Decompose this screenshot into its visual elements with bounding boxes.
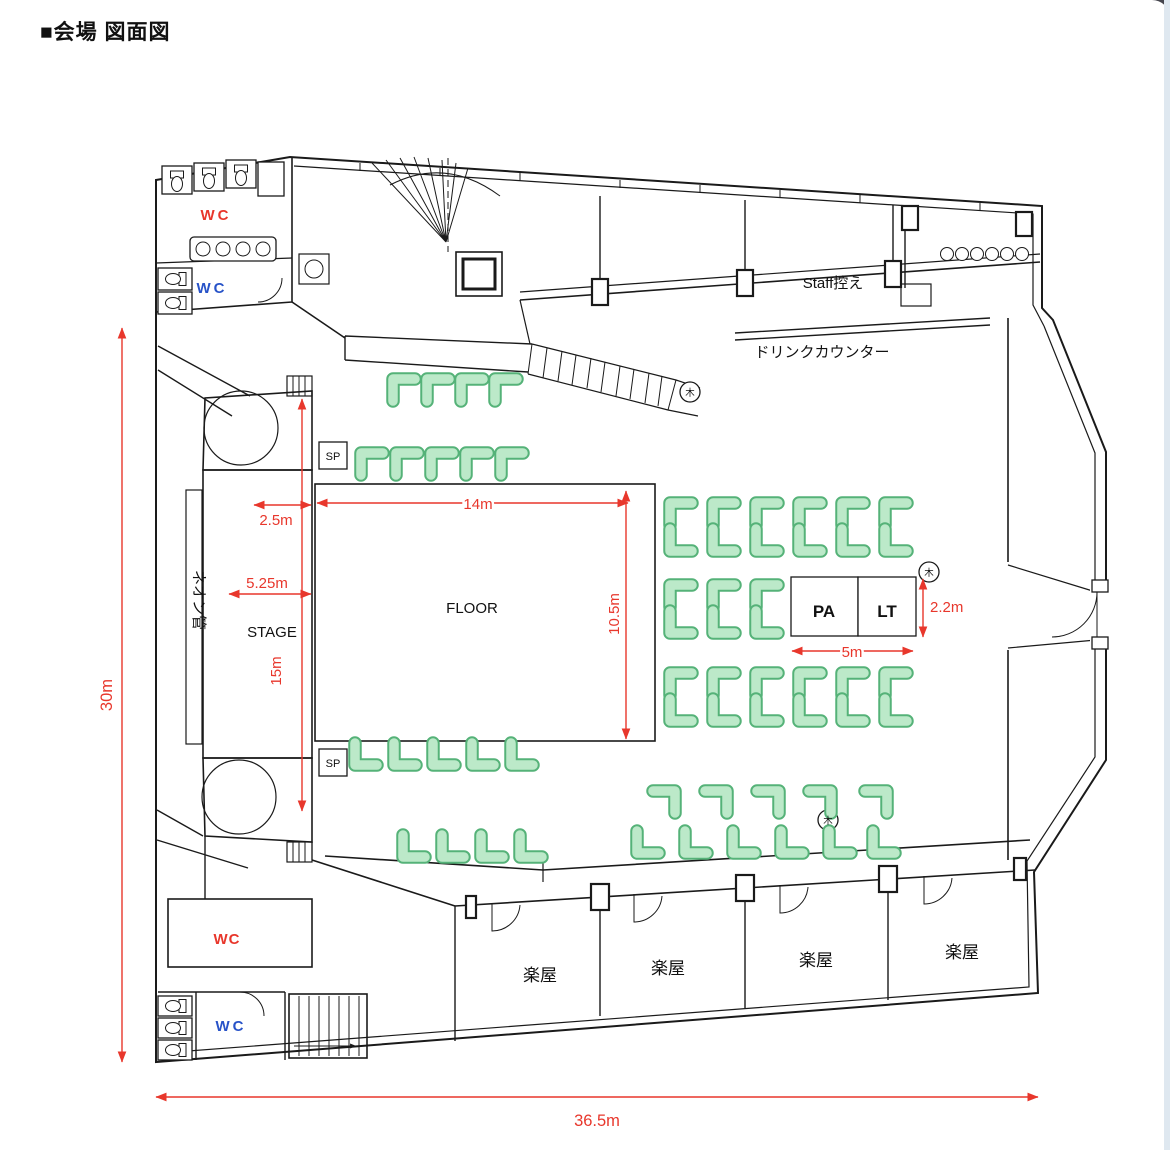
dimension-lines: 30m 36.5m 2.5m 14m 5.25m 10.5m 15m 5m 2.… — [96, 327, 1039, 1133]
dim-venue-width: 36.5m — [574, 1112, 620, 1130]
pa-booth — [790, 576, 859, 637]
dressing-room-3-label: 楽屋 — [799, 951, 833, 970]
sp-upper-box — [318, 441, 348, 470]
sp-lower-box — [318, 748, 348, 777]
dim-pa-depth: 2.2m — [930, 599, 963, 616]
pa-label: PA — [813, 602, 835, 621]
dim-venue-depth: 30m — [98, 679, 116, 711]
dressing-room-2-label: 楽屋 — [651, 959, 685, 978]
dim-floor-depth: 10.5m — [606, 593, 623, 635]
pillar-top-label: 木 — [685, 387, 695, 399]
stage-structure — [185, 375, 313, 863]
toilet-fixtures — [165, 164, 1029, 1057]
neon-tube-label: ネオン管 — [190, 570, 207, 630]
dressing-room-4-label: 楽屋 — [945, 943, 979, 962]
wc-upper-red-label: WC — [201, 207, 232, 224]
sp-upper-label: SP — [326, 451, 341, 463]
scrollbar[interactable] — [1164, 0, 1170, 1150]
pillar-mid — [918, 561, 940, 583]
dim-stage-depth: 5.25m — [246, 575, 288, 592]
drink-counter-label: ドリンクカウンター — [754, 344, 889, 361]
dressing-room-1-label: 楽屋 — [523, 966, 557, 985]
pillar-top — [679, 381, 701, 403]
dim-stage-width: 15m — [268, 656, 285, 685]
outer-walls — [155, 155, 1107, 1064]
interior-walls — [155, 158, 1112, 1061]
dim-stage-front: 2.5m — [259, 512, 292, 529]
floor-label: FLOOR — [446, 600, 498, 617]
dim-pa-width: 5m — [842, 644, 863, 661]
lt-booth — [857, 576, 917, 637]
room-labels: STAGE FLOOR ネオン管 Staff控え ドリンクカウンター PA LT… — [190, 207, 979, 1035]
floor-area — [314, 381, 940, 831]
dim-floor-width: 14m — [463, 496, 492, 513]
pillar-bottom-label: 木 — [823, 815, 833, 827]
wc-lower-red-label: WC — [214, 931, 241, 948]
entrance-stairs — [371, 156, 503, 297]
wc-lower-blue-label: WC — [216, 1018, 247, 1035]
pillar-mid-label: 木 — [924, 567, 934, 579]
wc-upper-blue-label: WC — [197, 280, 228, 297]
lt-label: LT — [877, 602, 897, 621]
stage-label: STAGE — [247, 624, 297, 641]
sp-lower-label: SP — [326, 758, 341, 770]
page-title: ■会場 図面図 — [40, 21, 171, 44]
staff-room-label: Staff控え — [803, 275, 864, 292]
